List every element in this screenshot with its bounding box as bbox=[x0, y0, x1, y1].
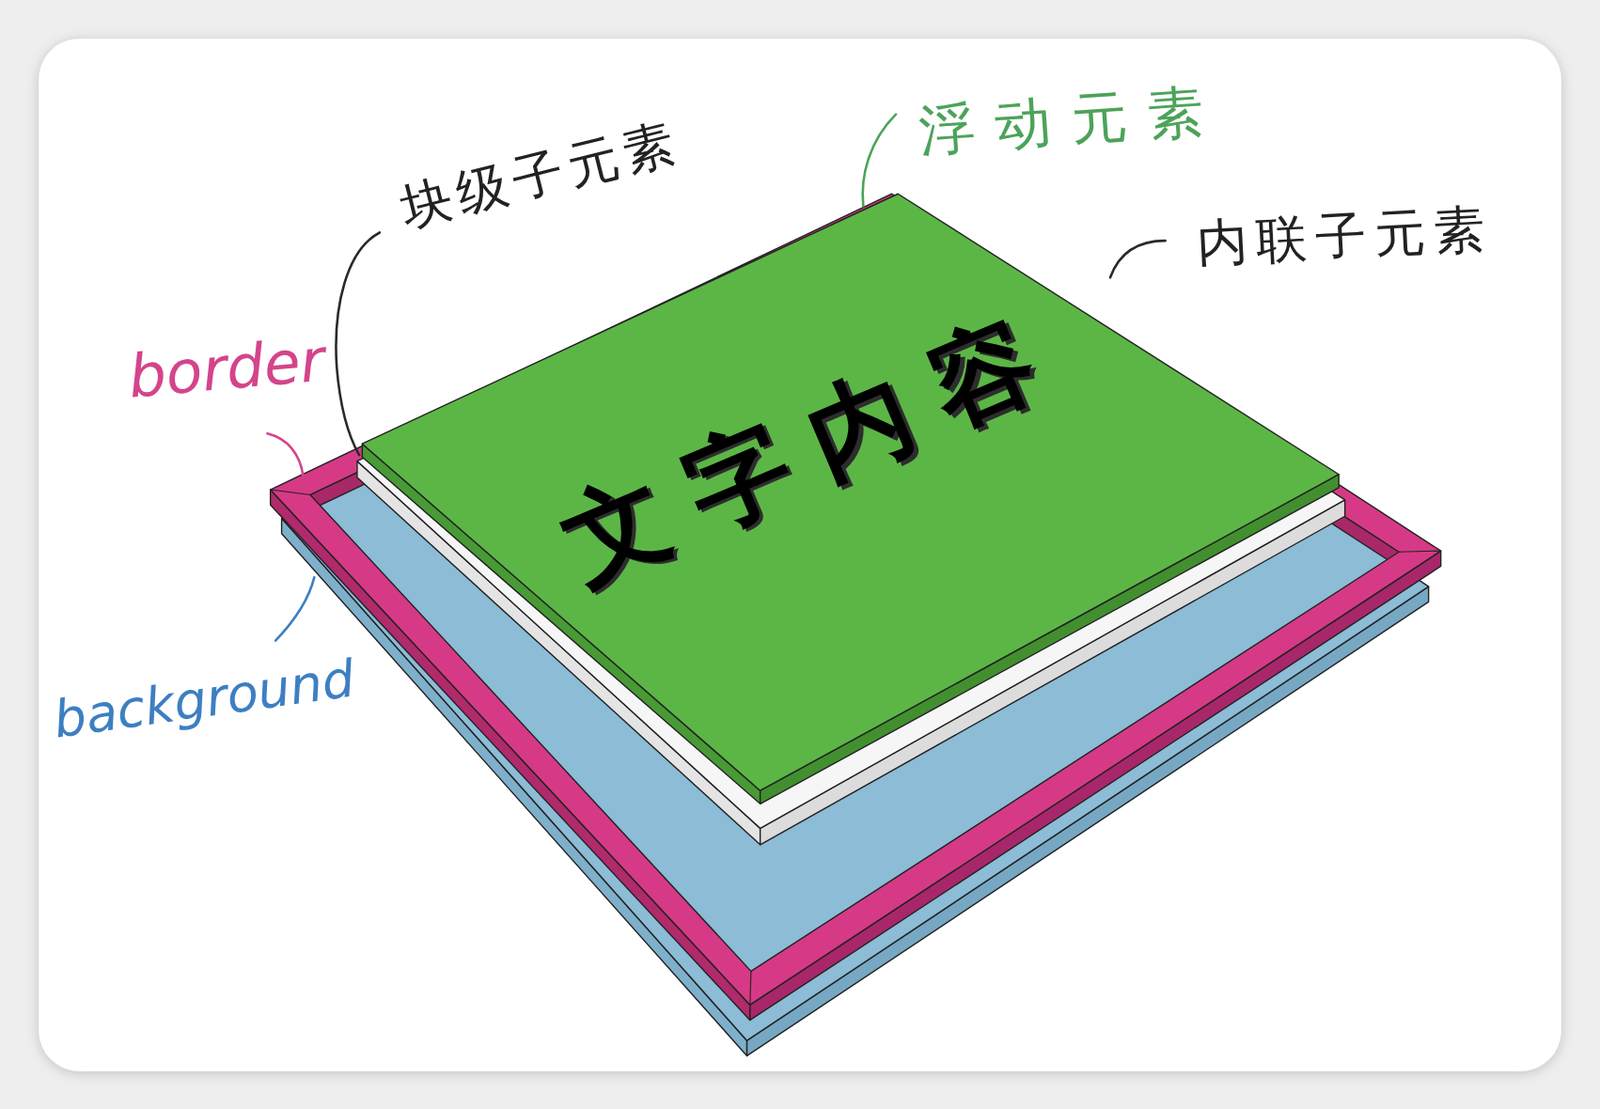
slab-top bbox=[361, 193, 1339, 791]
border-bevel bbox=[750, 971, 752, 1005]
border-frame bbox=[270, 193, 1442, 1005]
leader-line bbox=[266, 433, 303, 476]
leader-line bbox=[335, 232, 379, 455]
border-bevel bbox=[270, 489, 311, 495]
border-bevel bbox=[1398, 550, 1442, 552]
leader-line bbox=[275, 577, 314, 641]
floating-element-slab: 文字内容 bbox=[360, 191, 1342, 809]
leader-line bbox=[1110, 240, 1166, 278]
slab-shape bbox=[360, 191, 1342, 809]
card bbox=[38, 38, 1562, 1071]
leader-line bbox=[862, 114, 896, 207]
